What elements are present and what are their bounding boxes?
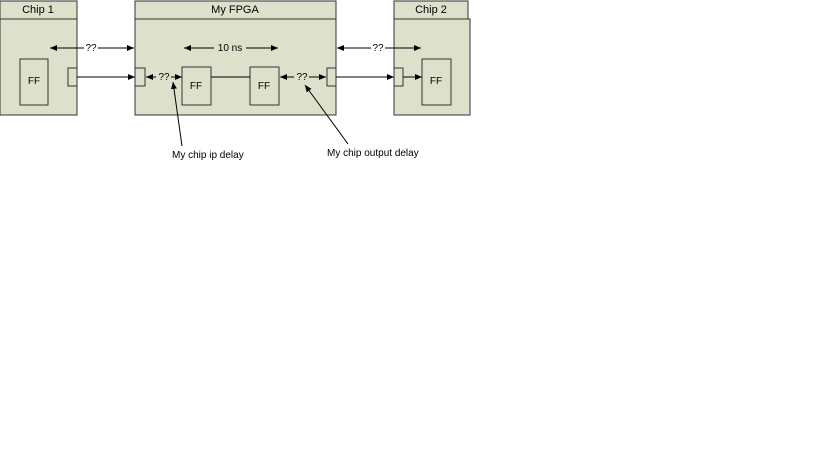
callout-output-label: My chip output delay (327, 148, 419, 159)
fpga-block: My FPGA FF FF (134, 0, 337, 116)
delay-internal-label: 10 ns (218, 43, 242, 54)
delay-fpga-to-chip2: ?? (337, 43, 421, 54)
delay-fpga-to-chip2-label: ?? (372, 43, 384, 54)
fpga-title: My FPGA (211, 4, 259, 16)
delay-fpga-input-label: ?? (158, 72, 170, 83)
chip2-input-pad (393, 67, 404, 87)
delay-fpga-input: ?? (146, 72, 182, 83)
delay-fpga-output: ?? (280, 72, 326, 83)
fpga-output-pad (326, 67, 337, 87)
fpga-ff-left (181, 66, 212, 106)
callout-input-line (171, 81, 183, 147)
chip2-ff-label: FF (430, 76, 442, 87)
callout-output-line (304, 84, 349, 145)
fpga-ff-right-label: FF (258, 81, 270, 92)
chip1-output-pad (67, 67, 78, 87)
chip2-title: Chip 2 (415, 4, 447, 16)
delay-fpga-output-label: ?? (296, 72, 308, 83)
chip2-block: Chip 2 FF (393, 0, 471, 116)
delay-chip1-to-fpga-label: ?? (85, 43, 97, 54)
chip1-ff (19, 58, 49, 106)
chip1-block: Chip 1 FF (0, 0, 78, 116)
chip1-ff-label: FF (28, 76, 40, 87)
delay-internal: 10 ns (184, 43, 278, 54)
delay-chip1-to-fpga: ?? (50, 43, 134, 54)
fpga-ff-right (249, 66, 280, 106)
chip1-title: Chip 1 (22, 4, 54, 16)
callout-input-label: My chip ip delay (172, 150, 244, 161)
chip2-ff (421, 58, 452, 106)
fpga-ff-left-label: FF (190, 81, 202, 92)
fpga-input-pad (134, 67, 146, 87)
